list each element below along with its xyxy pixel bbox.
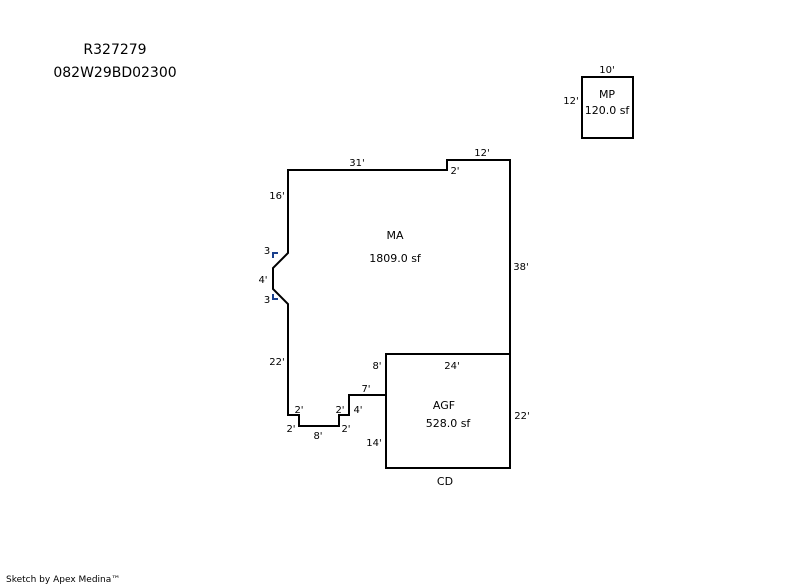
dim-ma-top-right: 12': [474, 148, 489, 159]
ma-area-label: 1809.0 sf: [369, 252, 422, 265]
dim-agf-left-lower: 14': [366, 438, 381, 449]
dim-ma-jog-b-bottom: 2': [341, 424, 350, 435]
dim-ma-left-upper: 16': [269, 191, 284, 202]
dim-agf-top: 24': [444, 361, 459, 372]
bay-marker-bottom: [272, 294, 278, 300]
dim-ma-bay-top: 3: [264, 246, 270, 257]
parcel-id: 082W29BD02300: [53, 65, 177, 81]
dim-ma-bay-side: 4': [258, 275, 267, 286]
dim-ma-bottom: 8': [313, 431, 322, 442]
dim-ma-bay-bottom: 3: [264, 295, 270, 306]
sketch-credit: Sketch by Apex Medina™: [6, 575, 121, 585]
mp-outline: [581, 76, 634, 139]
dim-ma-step-top: 7': [361, 384, 370, 395]
mp-area-label: 120.0 sf: [585, 104, 631, 117]
dim-ma-jog-b-top: 2': [335, 405, 344, 416]
dim-ma-top-step: 2': [450, 166, 459, 177]
dim-ma-step-side: 4': [353, 405, 362, 416]
mp-code-label: MP: [599, 88, 615, 101]
dim-agf-right: 22': [514, 411, 529, 422]
record-id: R327279: [83, 42, 147, 58]
dim-ma-left-lower: 22': [269, 357, 284, 368]
dim-ma-jog-a-bottom: 2': [286, 424, 295, 435]
dim-ma-jog-a-right: 2': [294, 405, 303, 416]
ma-code-label: MA: [386, 229, 403, 242]
agf-code-label: AGF: [433, 399, 455, 412]
ma-outline: [272, 159, 511, 427]
dim-ma-right: 38': [513, 262, 528, 273]
cd-code-label: CD: [437, 475, 453, 488]
dim-agf-left-upper: 8': [372, 361, 381, 372]
dim-mp-left: 12': [563, 96, 578, 107]
agf-area-label: 528.0 sf: [426, 417, 472, 430]
bay-marker-top: [272, 252, 278, 258]
dim-mp-top: 10': [599, 65, 614, 76]
dim-ma-top-left: 31': [349, 158, 364, 169]
agf-outline: [385, 353, 511, 469]
